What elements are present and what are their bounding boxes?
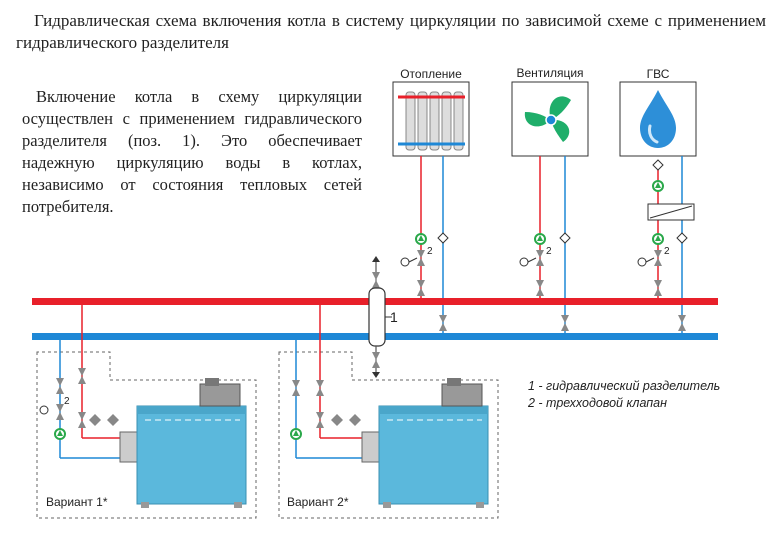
hydraulic-separator: 1 [368,256,398,378]
legend: 1 - гидравлический разделитель 2 - трехх… [528,378,720,412]
consumer-dhw: ГВС [619,67,697,157]
consumer-label-ventilation: Вентиляция [516,66,583,80]
fan-icon [524,96,571,142]
variant-1-label: Вариант 1* [46,495,108,509]
consumer-label-dhw: ГВС [647,67,670,81]
valve-label: 2 [64,396,70,407]
page-title: Гидравлическая схема включения котла в с… [16,11,766,52]
water-drop-icon [640,90,676,148]
legend-item-separator: 1 - гидравлический разделитель [528,379,721,393]
consumer-ventilation: Вентиляция [511,66,589,157]
legend-item-valve: 2 - трехходовой клапан [528,396,667,410]
consumer-label-heating: Отопление [400,67,462,81]
separator-label: 1 [390,309,398,325]
radiator-icon [398,91,465,151]
variant-1: 2 Вариант 1* [36,305,257,519]
valve-icon [417,250,425,266]
boiler [136,405,247,505]
boiler [378,405,489,505]
consumer-pipes [420,156,683,336]
variant-2-label: Вариант 2* [287,495,349,509]
valve-label: 2 [427,246,433,257]
description-text: Включение котла в схему циркуляции осуще… [22,87,362,216]
valve-label: 2 [664,246,670,257]
variant-2: Вариант 2* [278,305,499,519]
consumer-fittings: 2 2 2 [400,159,695,331]
consumer-heating: Отопление [392,67,470,157]
valve-label: 2 [546,246,552,257]
